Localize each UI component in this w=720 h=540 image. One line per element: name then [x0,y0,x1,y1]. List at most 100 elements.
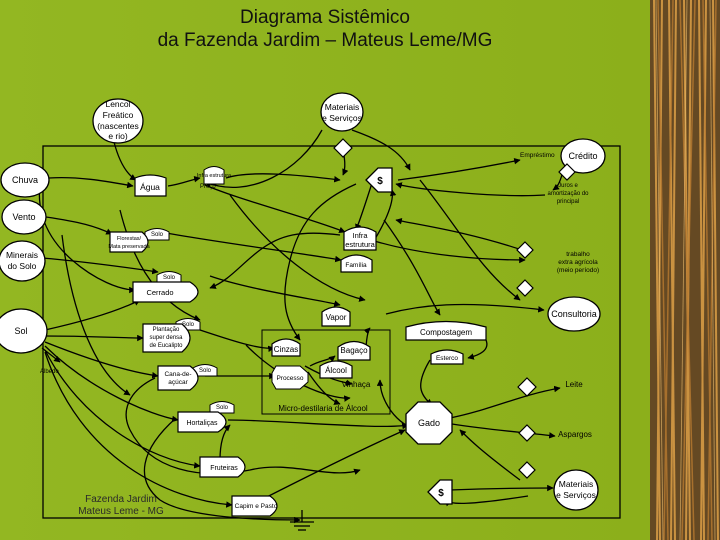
label: Minerais [6,250,38,260]
producer-plantacao: Plantação super densa de Eucalipto [142,323,191,353]
storage-compostagem: Compostagem [405,320,487,341]
label-microdest: Micro-destilaria de Álcool [278,404,368,413]
producer-hortalicas: Hortaliças [177,411,227,433]
storage-infra-top: Infra estrutura [197,166,232,185]
label: (nascentes [97,121,139,131]
reed-photo [650,0,720,540]
label: Fruteiras [210,465,238,472]
source-credito: Crédito [560,138,606,174]
producer-mata: Florestas/ Mata preservada [108,231,151,253]
source-chuva: Chuva [0,162,50,198]
label: Consultoria [551,309,597,319]
storage-vapor: Vapor [321,306,351,327]
label: Solo [151,232,164,238]
title-line-1: Diagrama Sistêmico [240,7,410,28]
label: Gado [418,418,440,428]
label: do Solo [8,261,37,271]
label: Vapor [326,313,347,322]
label: Bagaço [340,346,368,355]
label: Solo [216,405,229,411]
label: Solo [163,275,176,281]
label-trabalho: (meio período) [557,267,599,274]
label-juros: principal [557,199,579,205]
label: Hortaliças [186,420,218,427]
source-consultoria: Consultoria [547,296,601,332]
label: $ [438,488,444,499]
label-vinhaca: Vinhaça [342,380,371,389]
label: e Serviços [556,490,596,500]
label-leite: Leite [565,380,583,389]
label-albedo: Albedo [40,369,59,375]
storage-solo-5: Solo [209,401,235,414]
microdest-boundary [261,329,391,415]
consumer-gado: Gado [405,401,453,445]
diagram-title: Diagrama Sistêmico da Fazenda Jardim – M… [0,6,650,52]
storage-infra-main: Infra estrutura [343,226,377,251]
money-cifrao-1: $ [365,167,393,193]
label: Capim e Pasto [235,503,278,510]
storage-esterco: Esterco [430,349,464,365]
label: Crédito [568,151,597,161]
source-materiais-top: Materiais e Serviços [320,92,364,132]
label: Infra estrutura [197,173,232,179]
source-vento: Vento [1,199,47,235]
storage-alcool: Álcool [319,360,353,379]
label: Materiais [325,102,359,112]
label-trabalho: extra agrícola [558,259,598,266]
label: de Eucalipto [149,343,183,349]
label: Lencol [105,99,130,109]
label: estrutura [345,240,375,249]
label-juros: Juros e [558,183,578,189]
source-sol: Sol [0,308,48,354]
label: Família [345,262,367,269]
storage-familia: Família [340,254,373,273]
label: Solo [199,368,212,374]
label: Cerrado [146,288,173,297]
label: Materiais [559,479,593,489]
label: Florestas/ [117,236,142,242]
label-preco: Preço [200,184,216,190]
label: e rio) [108,131,128,141]
producer-fruteiras: Fruteiras [199,456,246,478]
system-boundary [42,145,621,519]
label: Processo [276,375,303,382]
label: super densa [149,335,183,341]
interaction-diamond [333,138,576,479]
footer-caption: Fazenda Jardim Mateus Leme - MG [72,494,170,518]
storage-solo-4: Solo [192,364,218,377]
storage-cinzas: Cinzas [271,338,301,357]
source-materiais-bottom: Materiais e Serviços [553,469,599,511]
title-line-2: da Fazenda Jardim – Mateus Leme/MG [157,30,493,51]
storage-agua: Água [134,174,167,197]
storage-solo-2: Solo [156,271,182,284]
storage-bagaco: Bagaço [337,340,371,361]
label: Plantação [153,327,180,333]
label: Vento [12,212,35,222]
energy-flows [38,129,566,524]
label: Chuva [12,175,38,185]
label: Infra [352,231,368,240]
heat-sink-icon [290,510,314,531]
label: $ [377,176,383,187]
label: Cinzas [274,345,298,354]
label: Sol [14,326,27,336]
storage-solo-1: Solo [144,228,170,241]
producer-capim: Capim e Pasto [231,495,278,517]
source-minerais: Minerais do Solo [0,240,46,282]
footer-line-1: Fazenda Jardim [85,494,157,505]
label: Cana-de- [164,371,191,378]
label: Compostagem [420,328,472,337]
source-lencol: Lencol Freático (nascentes e rio) [92,98,144,144]
producer-cerrado: Cerrado [132,281,199,303]
money-cifrao-2: $ [427,479,453,505]
label: Esterco [436,355,458,362]
label-emprestimo: Empréstimo [520,152,555,159]
consumer-processo: Processo [271,365,309,390]
label: Mata preservada [108,244,150,250]
label: Água [140,182,160,192]
label-juros: amortização do [547,191,589,197]
label: e Serviços [322,113,362,123]
label-trabalho: trabalho [566,251,590,258]
